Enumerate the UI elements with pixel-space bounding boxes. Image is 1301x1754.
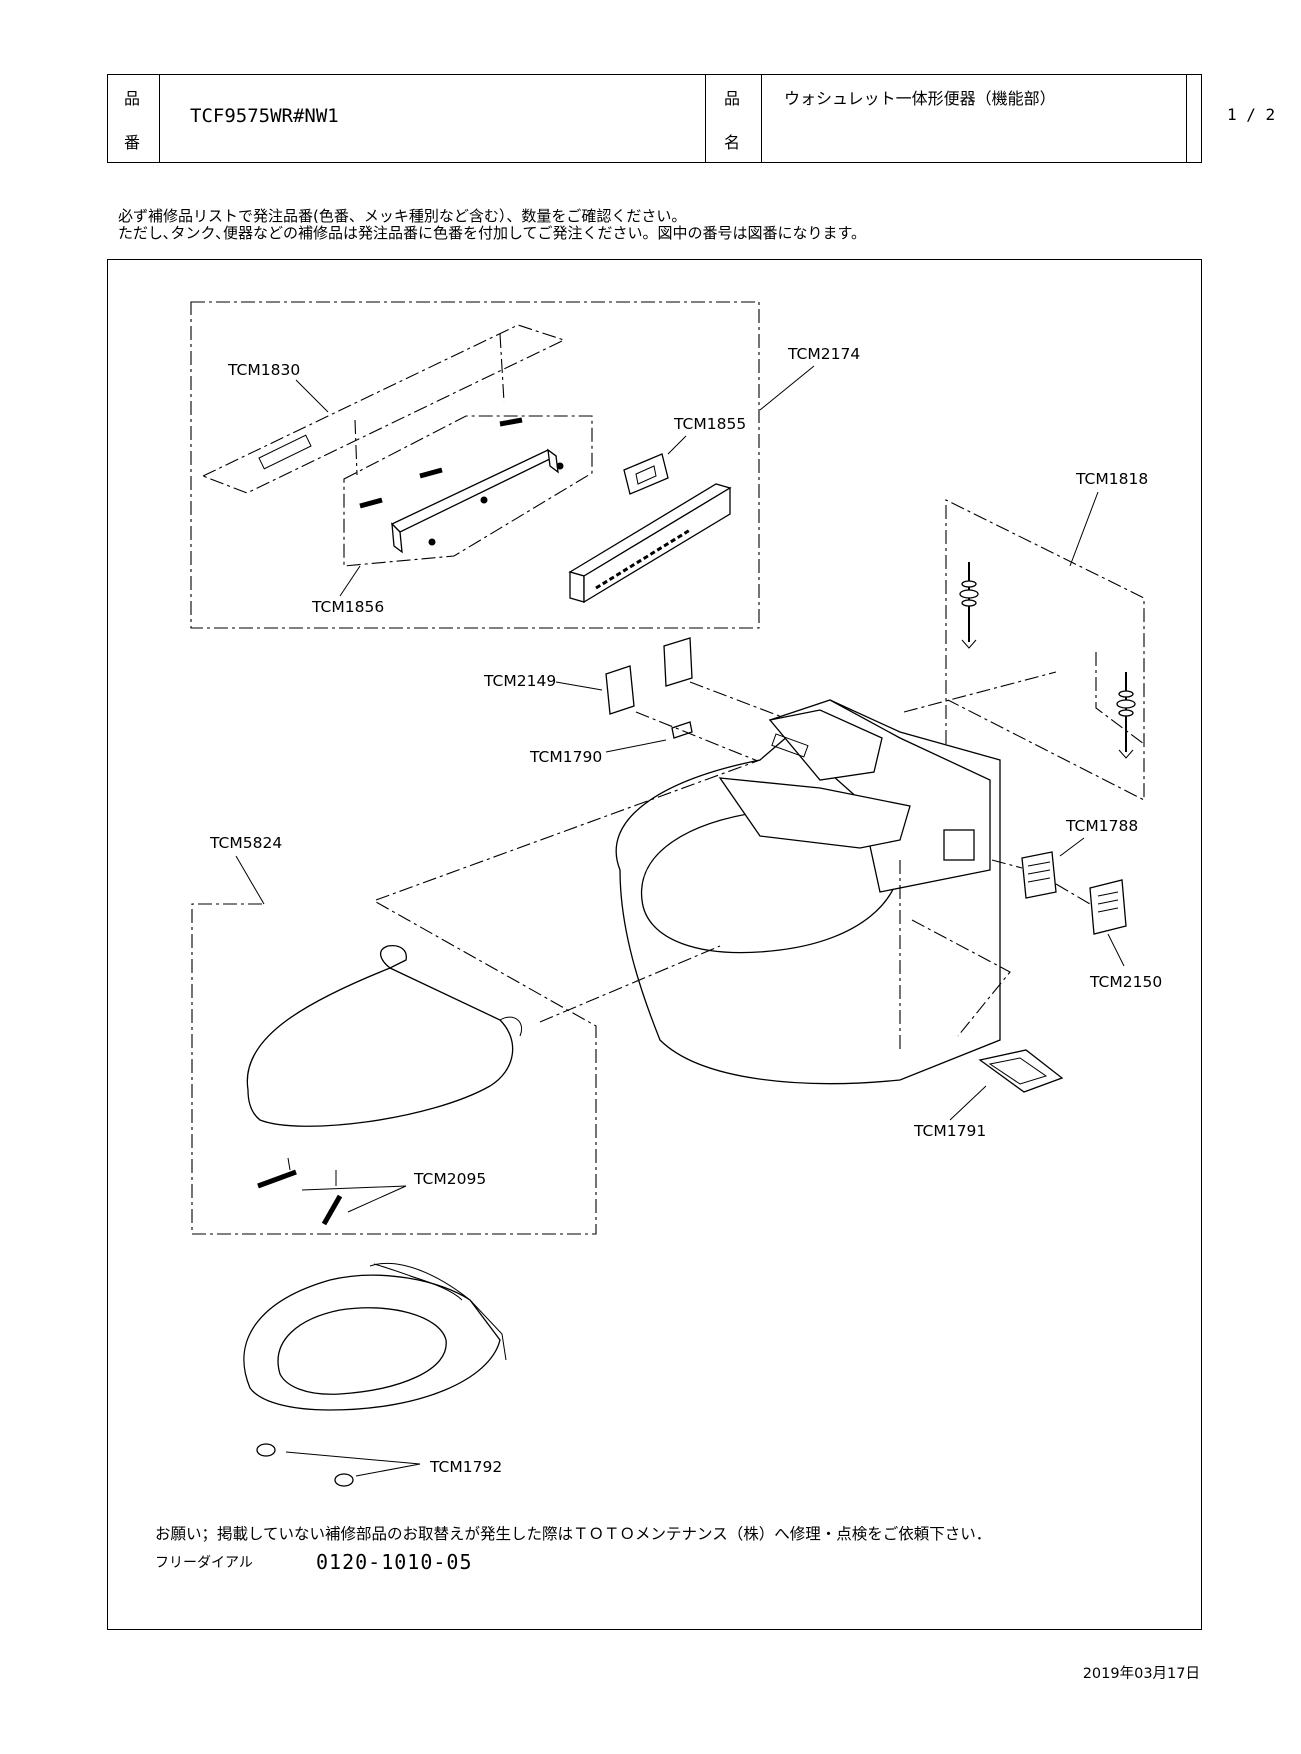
leader-tcm5824 — [235, 855, 265, 905]
label-tcm1788: TCM1788 — [1065, 817, 1138, 835]
page-cell: 1 / 2 — [1187, 75, 1301, 162]
label-tcm2149: TCM2149 — [483, 672, 556, 690]
tcm1855-holder-slot — [635, 465, 657, 485]
tcm5824-toilet-lid — [246, 944, 522, 1127]
tcm1788-guide-line — [991, 859, 1023, 869]
tcm1818-tank-bolt-right — [1116, 672, 1136, 759]
tcm1790-screw — [671, 721, 693, 739]
tcm1818-guide-line — [1095, 652, 1145, 745]
header-table: 品 番 TCF9575WR#NW1 品 名 ウォシュレット一体形便器（機能部） … — [107, 74, 1275, 163]
order-notice-line-2: ただし､タンク､便器などの補修品は発注品番に色番を付加してご発注ください。図中の… — [118, 224, 867, 242]
tcm1791-guide-line — [911, 919, 1011, 1037]
order-notice: 必ず補修品リストで発注品番(色番、メッキ種別など含む）、数量をご確認ください。 … — [118, 208, 866, 242]
tcm2149-guide-line — [689, 681, 791, 721]
product-name-label-cell: 品 名 — [706, 75, 762, 162]
tcm1788-filter — [1021, 851, 1057, 899]
label-tcm1790: TCM1790 — [529, 748, 602, 766]
tcm1856-bracket-end-right — [547, 448, 559, 474]
tcm2150-filter-cover — [1089, 879, 1127, 935]
tcm1791-unit-detail — [988, 1057, 1048, 1085]
freedial-label: フリーダイアル — [155, 1555, 253, 1571]
tcm2174-remote-control — [568, 483, 732, 604]
leader-tcm2095 — [301, 1185, 407, 1213]
diagram-frame — [107, 259, 1202, 1630]
tcm2150-cover-slots — [1097, 891, 1119, 913]
tcm1790-guide-line — [635, 711, 801, 779]
tcm1856-anchor-bolts — [359, 417, 564, 546]
tcm5824-guide-line-2 — [539, 945, 721, 1023]
label-tcm1791: TCM1791 — [913, 1122, 986, 1140]
tcm2095-damper-pins — [257, 1157, 343, 1226]
tcm5824-box-outline — [191, 901, 597, 1235]
product-name-label-top: 品 — [724, 89, 741, 108]
repair-request-note: お願い；掲載していない補修部品のお取替えが発生した際はＴＯＴＯメンテナンス（株）… — [155, 1525, 992, 1543]
product-name-cell: ウォシュレット一体形便器（機能部） — [762, 75, 1187, 162]
leader-tcm1855 — [667, 435, 687, 455]
label-tcm5824: TCM5824 — [209, 834, 282, 852]
tcm1792-seat-cushions — [256, 1443, 354, 1487]
tcm2149-cover-plate — [605, 665, 635, 715]
toilet-seat — [243, 1262, 507, 1411]
tcm1856-bracket-outline — [343, 415, 593, 567]
order-notice-line-1: 必ず補修品リストで発注品番(色番、メッキ種別など含む）、数量をご確認ください。 — [118, 207, 687, 225]
tcm1830-label-sticker — [258, 434, 312, 470]
tcm2150-guide-line — [1055, 883, 1091, 905]
freedial-number: 0120-1010-05 — [316, 1550, 473, 1574]
leader-tcm1791 — [949, 1085, 987, 1121]
leader-tcm1818 — [1069, 491, 1099, 567]
product-name-label-bottom: 名 — [724, 133, 741, 152]
label-tcm1792: TCM1792 — [429, 1458, 502, 1476]
tcm1855-remote-holder — [623, 453, 669, 495]
leader-tcm2150 — [1107, 933, 1125, 967]
issue-date: 2019年03月17日 — [1082, 1666, 1200, 1682]
tcm2149-mounting-plate — [663, 637, 693, 687]
tank-guide-line — [903, 671, 1057, 713]
label-tcm2174: TCM2174 — [787, 345, 860, 363]
tcm1856-bracket-end-left — [391, 522, 403, 554]
part-number-label-bottom: 番 — [124, 133, 141, 152]
label-tcm2150: TCM2150 — [1089, 973, 1162, 991]
tcm1818-tank-bolt-left — [959, 562, 979, 649]
leader-tcm1790 — [605, 739, 667, 753]
part-number-label-top: 品 — [124, 89, 141, 108]
part-number: TCF9575WR#NW1 — [190, 105, 339, 127]
leader-tcm2174 — [759, 365, 815, 411]
tcm1856-mounting-bracket — [390, 449, 558, 533]
tcm1788-filter-lines — [1027, 861, 1051, 883]
label-tcm1818: TCM1818 — [1075, 470, 1148, 488]
product-name: ウォシュレット一体形便器（機能部） — [784, 89, 1056, 108]
page-number: 1 / 2 — [1227, 105, 1276, 124]
leader-tcm1856 — [339, 565, 361, 597]
tcm1818-bolt-outline — [945, 499, 1145, 801]
tcm1791-power-unit — [978, 1049, 1064, 1093]
leader-tcm1788 — [1059, 837, 1085, 857]
leader-tcm2149 — [555, 681, 603, 691]
tcm5824-guide-line-1 — [375, 759, 761, 901]
label-tcm2095: TCM2095 — [413, 1170, 486, 1188]
label-tcm1830: TCM1830 — [227, 361, 300, 379]
tcm1830-guide-line-2 — [499, 333, 505, 403]
leader-tcm1792 — [285, 1451, 421, 1477]
label-tcm1855: TCM1855 — [673, 415, 746, 433]
exploded-parts-diagram: TCM1830 TCM2174 TCM1855 TCM1856 TCM1818 … — [190, 301, 1162, 1487]
leader-tcm1830 — [295, 379, 329, 413]
tcm2174-kit-box — [190, 301, 760, 629]
tcm1830-guide-line-1 — [354, 419, 358, 476]
part-number-cell: TCF9575WR#NW1 — [160, 75, 706, 162]
tcm1830-plate-outline — [201, 324, 566, 494]
part-number-label-cell: 品 番 — [108, 75, 160, 162]
label-tcm1856: TCM1856 — [311, 598, 384, 616]
toilet-main-body — [615, 699, 1001, 1085]
